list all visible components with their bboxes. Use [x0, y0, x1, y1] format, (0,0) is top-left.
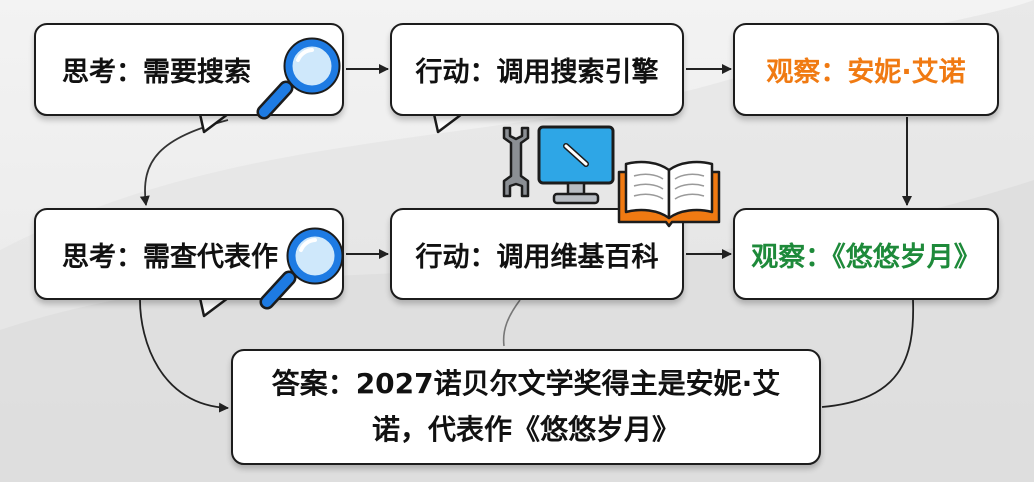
magnifier-icon [256, 37, 341, 120]
observation-2-text: 观察：《悠悠岁月》 [751, 241, 981, 273]
action-2-text: 行动：调用维基百科 [415, 241, 659, 273]
magnifier-icon [259, 227, 344, 310]
observation-box-2: 观察：《悠悠岁月》 [733, 208, 999, 300]
answer-box: 答案：2027诺贝尔文学奖得主是安妮·艾 诺，代表作《悠悠岁月》 [231, 349, 821, 465]
observation-1-text: 观察：安妮·艾诺 [766, 57, 966, 88]
action-box-1: 行动：调用搜索引擎 [390, 23, 684, 116]
answer-line-1: 答案：2027诺贝尔文学奖得主是安妮·艾 [271, 367, 781, 400]
thought-2-text: 思考：需查代表作 [62, 241, 278, 273]
arrow-obs2-to-answer [821, 299, 915, 408]
thought-1-text: 思考：需要搜索 [62, 57, 251, 88]
arrow-think2-to-answer [139, 299, 229, 413]
action-box-2: 行动：调用维基百科 [390, 208, 684, 300]
thought-box-1: 思考：需要搜索 [34, 23, 344, 116]
answer-line-2: 诺，代表作《悠悠岁月》 [371, 413, 680, 446]
action-1-text: 行动：调用搜索引擎 [415, 57, 659, 88]
monitor-icon [537, 125, 615, 205]
observation-box-1: 观察：安妮·艾诺 [733, 23, 999, 116]
arrow-act2-to-answer [502, 299, 521, 347]
open-book-icon [617, 160, 721, 228]
wrench-icon [502, 126, 530, 198]
